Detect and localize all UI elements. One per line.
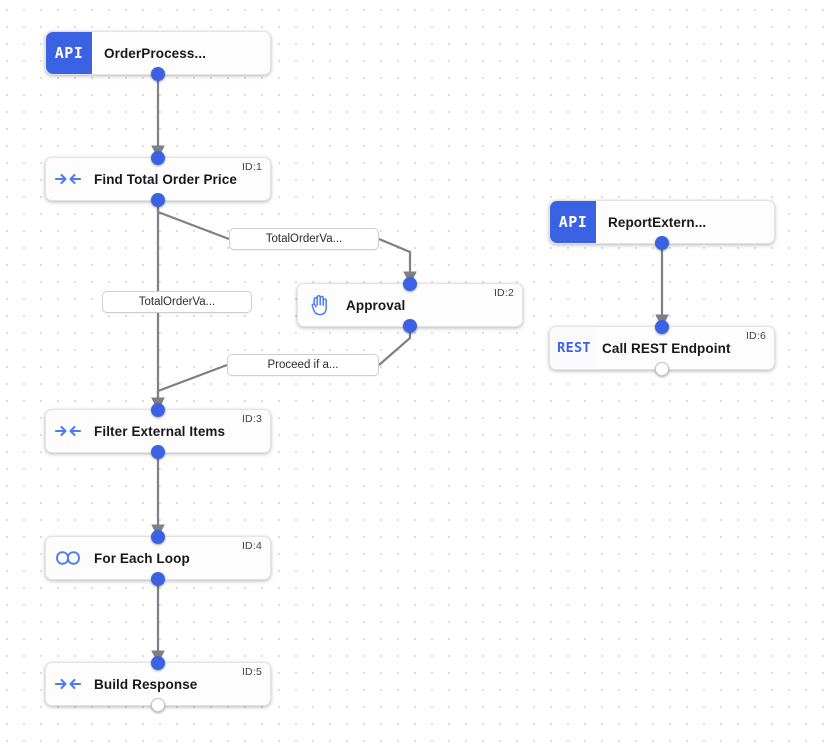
node-for_each_loop[interactable]: For Each Loop ID:4 bbox=[45, 530, 271, 586]
edge-approval-to-filter-a bbox=[378, 327, 412, 366]
merge-arrows-icon bbox=[46, 663, 90, 705]
node-handle-source[interactable] bbox=[151, 698, 165, 712]
node-handle-target[interactable] bbox=[151, 151, 165, 165]
node-handle-source[interactable] bbox=[403, 319, 417, 333]
node-report_external[interactable]: API ReportExtern... bbox=[549, 200, 775, 250]
node-title: For Each Loop bbox=[94, 550, 190, 566]
node-id-label: ID:1 bbox=[241, 161, 262, 173]
node-id-label: ID:2 bbox=[493, 287, 514, 299]
node-handle-source[interactable] bbox=[655, 362, 669, 376]
rest-badge-icon: REST bbox=[550, 327, 598, 369]
badge-label: REST bbox=[557, 340, 591, 356]
node-title: Filter External Items bbox=[94, 423, 226, 439]
node-handle-target[interactable] bbox=[655, 320, 669, 334]
node-id-label: ID:3 bbox=[241, 413, 262, 425]
node-find_total_order_price[interactable]: Find Total Order Price ID:1 bbox=[45, 151, 271, 207]
node-handle-target[interactable] bbox=[151, 530, 165, 544]
node-id-label: ID:6 bbox=[745, 330, 766, 342]
infinity-loop-icon bbox=[46, 537, 90, 579]
node-id-label: ID:5 bbox=[241, 666, 262, 678]
node-handle-source[interactable] bbox=[151, 572, 165, 586]
node-title: OrderProcess... bbox=[104, 45, 207, 61]
node-handle-target[interactable] bbox=[403, 277, 417, 291]
edge-label-total_order_value_to_approval[interactable]: TotalOrderVa... bbox=[229, 228, 379, 250]
api-badge-icon: API bbox=[550, 201, 596, 243]
node-handle-target[interactable] bbox=[151, 403, 165, 417]
node-title: Find Total Order Price bbox=[94, 171, 237, 187]
node-handle-target[interactable] bbox=[151, 656, 165, 670]
api-badge-icon: API bbox=[46, 32, 92, 74]
badge-label: API bbox=[558, 213, 588, 231]
hand-icon bbox=[298, 284, 342, 326]
node-handle-source[interactable] bbox=[655, 236, 669, 250]
node-order_process[interactable]: API OrderProcess... bbox=[45, 31, 271, 81]
node-body: API ReportExtern... bbox=[550, 201, 774, 243]
edge-find-total-to-approval-a bbox=[156, 201, 230, 241]
edge-label-total_order_value_to_filter[interactable]: TotalOrderVa... bbox=[102, 291, 252, 313]
node-call_rest_endpoint[interactable]: REST Call REST Endpoint ID:6 bbox=[549, 320, 775, 376]
node-handle-source[interactable] bbox=[151, 67, 165, 81]
node-id-label: ID:4 bbox=[241, 540, 262, 552]
node-approval[interactable]: Approval ID:2 bbox=[297, 277, 523, 333]
node-title: Approval bbox=[346, 297, 406, 313]
node-filter_external_items[interactable]: Filter External Items ID:3 bbox=[45, 403, 271, 459]
node-title: ReportExtern... bbox=[608, 214, 707, 230]
node-body: API OrderProcess... bbox=[46, 32, 270, 74]
node-handle-source[interactable] bbox=[151, 193, 165, 207]
node-build_response[interactable]: Build Response ID:5 bbox=[45, 656, 271, 712]
merge-arrows-icon bbox=[46, 410, 90, 452]
merge-arrows-icon bbox=[46, 158, 90, 200]
node-title: Build Response bbox=[94, 676, 198, 692]
edge-approval-to-filter-b bbox=[151, 363, 228, 412]
edge-label-proceed_if_approved[interactable]: Proceed if a... bbox=[227, 354, 379, 376]
node-handle-source[interactable] bbox=[151, 445, 165, 459]
node-title: Call REST Endpoint bbox=[602, 340, 731, 356]
badge-label: API bbox=[54, 44, 84, 62]
edge-find-total-to-approval-b bbox=[378, 237, 417, 286]
